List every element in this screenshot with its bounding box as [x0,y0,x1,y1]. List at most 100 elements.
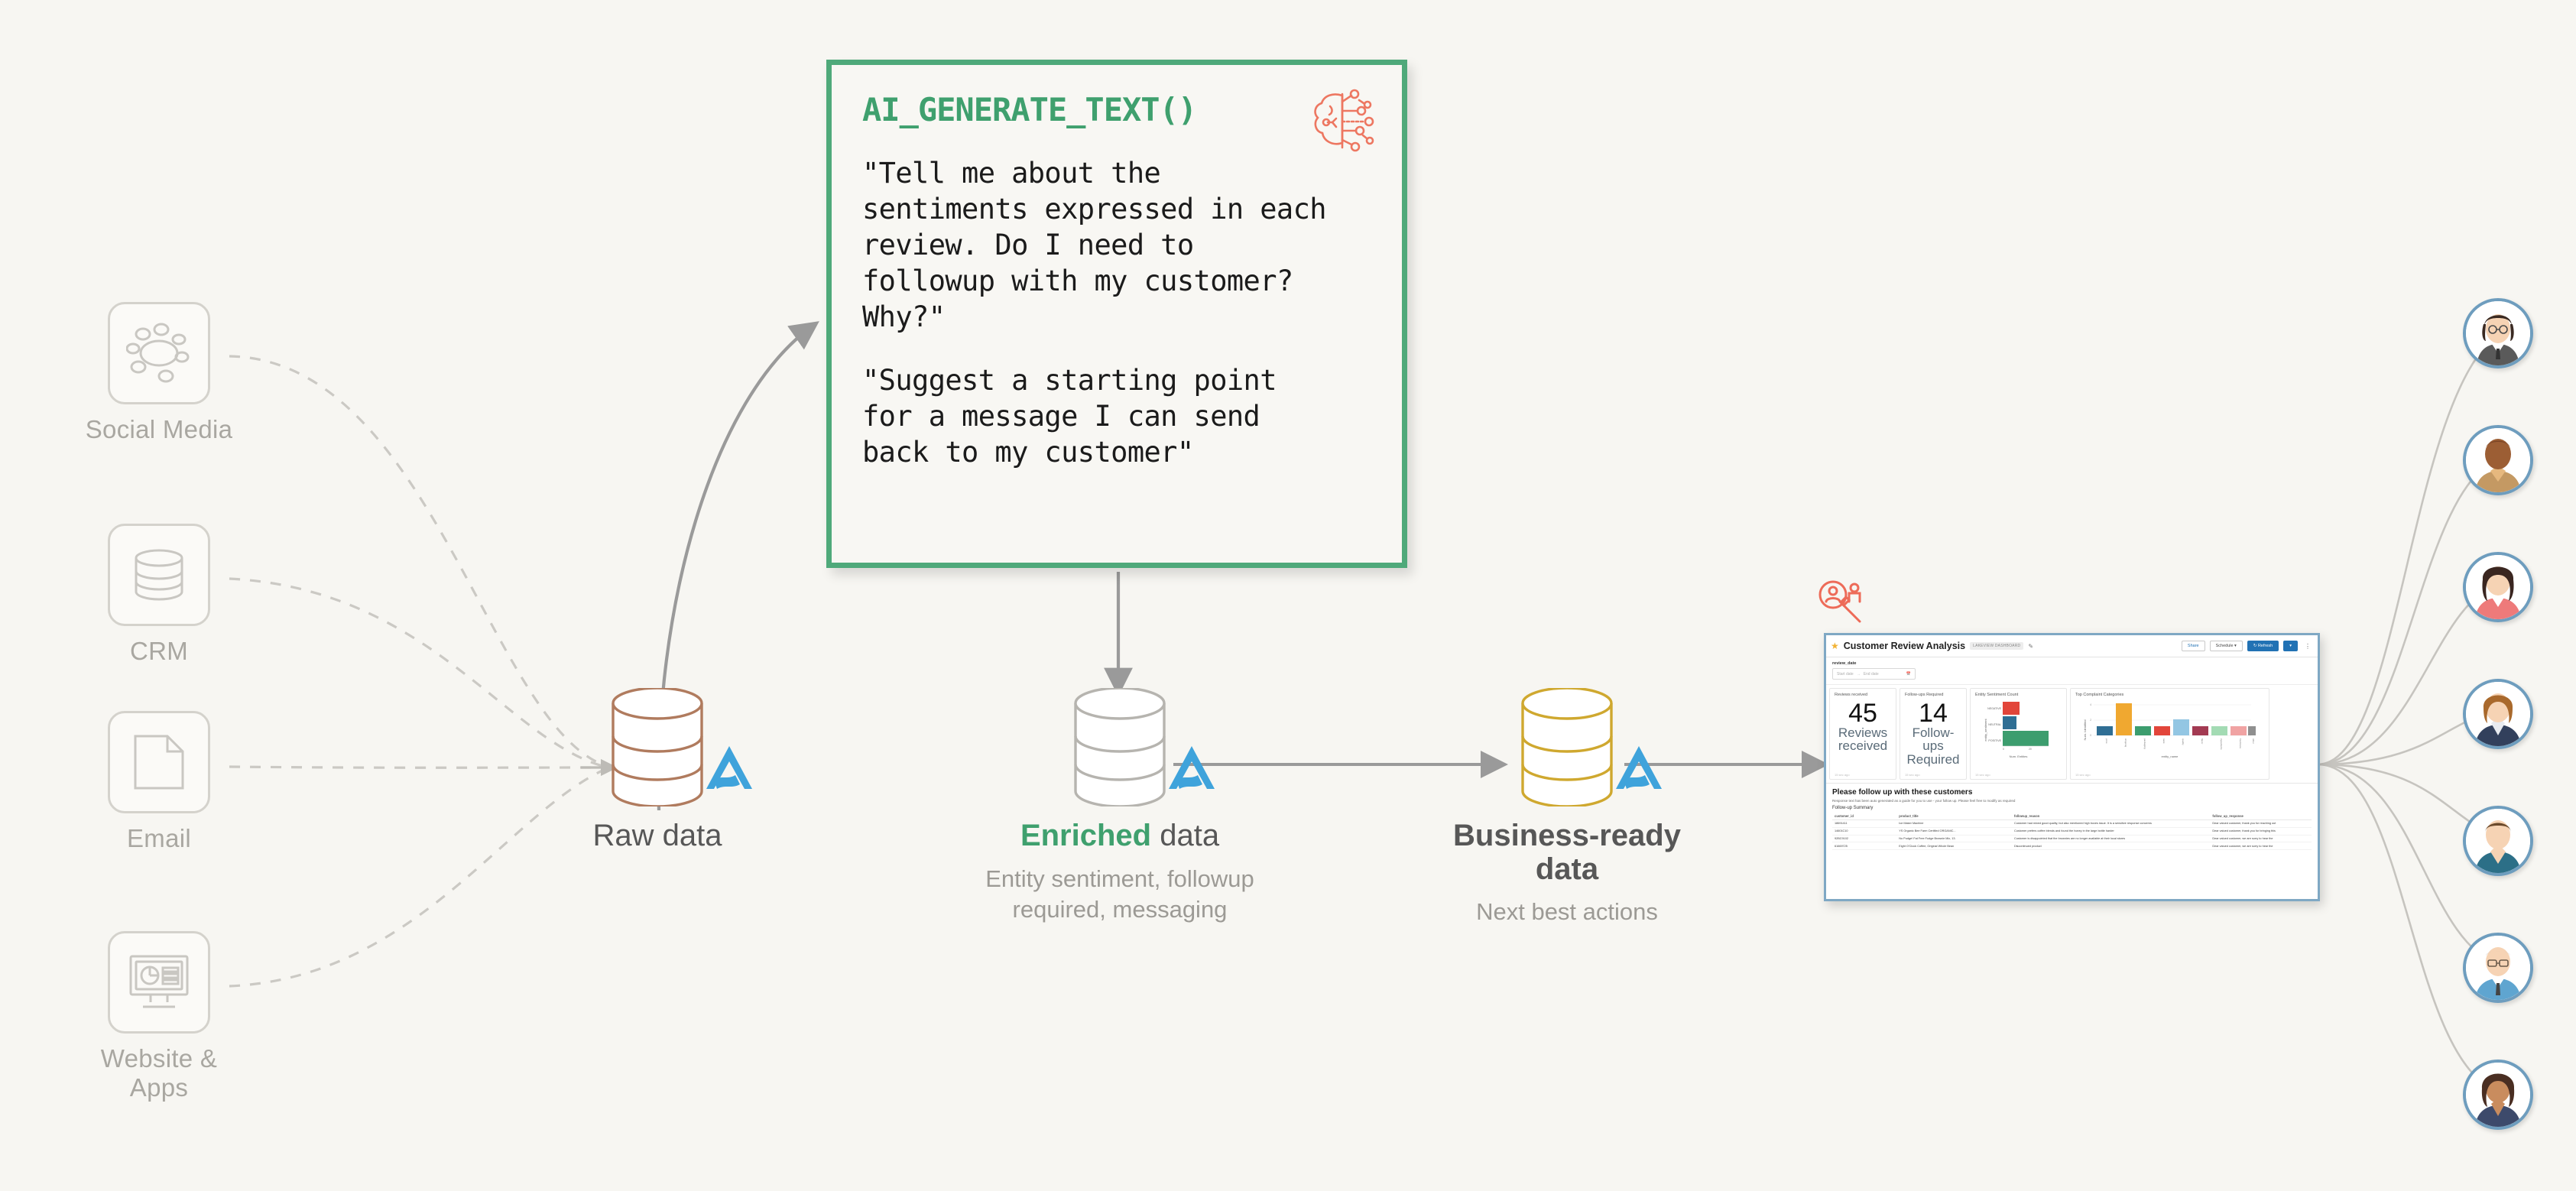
bar-other [2248,726,2256,735]
bar-neutral [2003,716,2016,729]
source-website-apps[interactable]: Website & Apps [83,931,235,1102]
brain-ai-icon [1314,89,1374,152]
cell-customer-id: 61669725 [1832,842,1897,851]
y-tick-2: 2 [2090,719,2091,722]
x-tick-20: 20 [2029,748,2032,751]
avatar-person-6 [2463,933,2533,1003]
cell-product-title: No Pudge! Fat Free Fudge Brownie Mix, 13… [1896,835,2012,843]
business-ready-label: Business-ready data [1453,819,1681,886]
avatar-illustration [2466,809,2530,873]
source-email[interactable]: Email [83,711,235,853]
x-tick-other: other [2252,738,2255,744]
y-axis-title: Num. Identified [2082,719,2087,741]
document-icon [108,711,210,813]
kpi-title: Follow-ups Required [1905,693,1944,697]
databricks-logo [1616,746,1662,789]
social-network-icon [108,302,210,404]
chart-footer: 15 sec ago [1975,773,1990,777]
dashboard-filter-bar: review_date Start date → End date 📅 [1826,657,2318,685]
table-row[interactable]: 92BC9102 No Pudge! Fat Free Fudge Browni… [1832,835,2312,843]
kpi-caption: Reviews received [1838,725,1888,754]
kpi-followups-required: Follow-ups Required 14 Follow-ups Requir… [1900,688,1967,780]
table-row[interactable]: 18691411 Ice Maker Machine Customer had … [1832,819,2312,828]
enriched-plain: data [1151,819,1220,852]
customer-review-dashboard[interactable]: ★ Customer Review Analysis LAKEVIEW DASH… [1824,633,2320,901]
banner-heading: Please follow up with these customers [1832,788,1973,797]
bar-positive [2003,731,2049,746]
x-tick-0: 0 [2003,748,2004,751]
table-row[interactable]: 14601C10 YS Organic Bee Farm Certified O… [1832,827,2312,836]
cell-follow-up-response: Dear valued customer, thank you for reac… [2210,819,2312,828]
x-tick-quality: quality [2182,738,2185,745]
database-icon [108,524,210,626]
x-tick-taste: taste [2162,738,2166,744]
bar-price [2097,726,2113,735]
avatar-illustration [2466,682,2530,746]
chart-entity-sentiment-count: Entity Sentiment Count entity_sentiment … [1970,688,2067,780]
column-header-followup-reason[interactable]: followup_reason [2011,813,2211,820]
column-header-follow-up-response[interactable]: follow_up_response [2210,813,2312,820]
bar-freshness [2230,726,2247,735]
x-tick-price: price [2105,738,2108,744]
enriched-data-label: Enriched data [986,819,1254,853]
avatar-person-3 [2463,552,2533,622]
databricks-logo [706,746,752,789]
favorite-star-icon[interactable]: ★ [1831,641,1839,651]
cell-customer-id: 14601C10 [1832,827,1897,836]
source-crm[interactable]: CRM [83,524,235,666]
chart-plot-area: Num. Identified 4 2 0 [2075,700,2264,760]
bar-flavor [2192,726,2208,735]
dashboard-kpi-row: Reviews received 45 Reviews received 15 … [1826,685,2318,783]
bar-shipping [2116,703,2132,735]
followup-summary-table[interactable]: Follow-up Summary customer_id product_ti… [1826,806,2318,853]
source-social-media[interactable]: Social Media [83,302,235,444]
cell-follow-up-response: Dear valued customer, we are sorry to he… [2210,842,2312,851]
range-arrow: → [1856,671,1861,677]
stage-raw-data: Raw data [527,686,787,853]
x-tick-freshness: freshness [2239,738,2242,749]
share-button[interactable]: Share [2181,641,2205,651]
avatar-person-5 [2463,806,2533,876]
column-header-customer-id[interactable]: customer_id [1832,813,1897,820]
schedule-button[interactable]: Schedule ▾ [2209,641,2243,651]
source-label: Website & Apps [100,1044,218,1102]
avatar-person-7 [2463,1060,2533,1130]
avatar-person-1 [2463,298,2533,368]
calendar-icon[interactable]: 📅 [1906,671,1911,677]
cell-product-title: Ice Maker Machine [1896,819,2012,828]
bar-label-positive: POSITIVE [1988,739,2001,742]
date-range-input[interactable]: Start date → End date 📅 [1832,668,1916,680]
column-header-product-title[interactable]: product_title [1896,813,2012,820]
x-axis-title: Num. Entities [2009,755,2028,758]
kpi-reviews-received: Reviews received 45 Reviews received 15 … [1829,688,1896,780]
source-label: Email [126,824,192,852]
x-tick-packaging: packaging [2143,738,2146,749]
databricks-logo [1169,746,1215,789]
cell-customer-id: 18691411 [1832,819,1897,828]
y-tick-4: 4 [2090,703,2091,706]
cell-customer-id: 92BC9102 [1832,835,1897,843]
table-row[interactable]: 61669725 Eight O'Clock Coffee, Original … [1832,842,2312,851]
chart-title: Entity Sentiment Count [1975,693,2019,697]
chart-title: Top Complaint Categories [2075,693,2124,697]
refresh-button[interactable]: ↻ Refresh [2247,641,2279,651]
bar-negative [2003,702,2020,715]
avatar-person-2 [2463,425,2533,495]
enriched-highlight: Enriched [1020,819,1152,852]
refresh-caret-button[interactable]: ▾ [2283,641,2298,651]
table-header-row: customer_id product_title followup_reaso… [1832,813,2312,820]
kpi-title: Reviews received [1835,693,1868,697]
avatar-illustration [2466,301,2530,365]
cell-product-title: YS Organic Bee Farm Certified ORGANIC... [1896,827,2012,836]
more-options-kebab[interactable]: ⋮ [2305,642,2311,650]
dashboard-title: Customer Review Analysis [1843,641,1966,651]
ai-prompt-1: "Tell me about the sentiments expressed … [862,157,1327,333]
bar-label-neutral: NEUTRAL [1988,723,2001,726]
pencil-icon[interactable]: ✎ [2028,642,2034,650]
customer-search-icon [1818,580,1861,623]
cell-followup-reason: Customer had mixed good quality, but als… [2011,819,2211,828]
kpi-value: 45 [1848,699,1877,728]
banner-subtext: Response text has been auto generated as… [1832,799,2016,803]
chart-footer: 15 sec ago [2075,773,2091,777]
avatar-illustration [2466,1063,2530,1127]
